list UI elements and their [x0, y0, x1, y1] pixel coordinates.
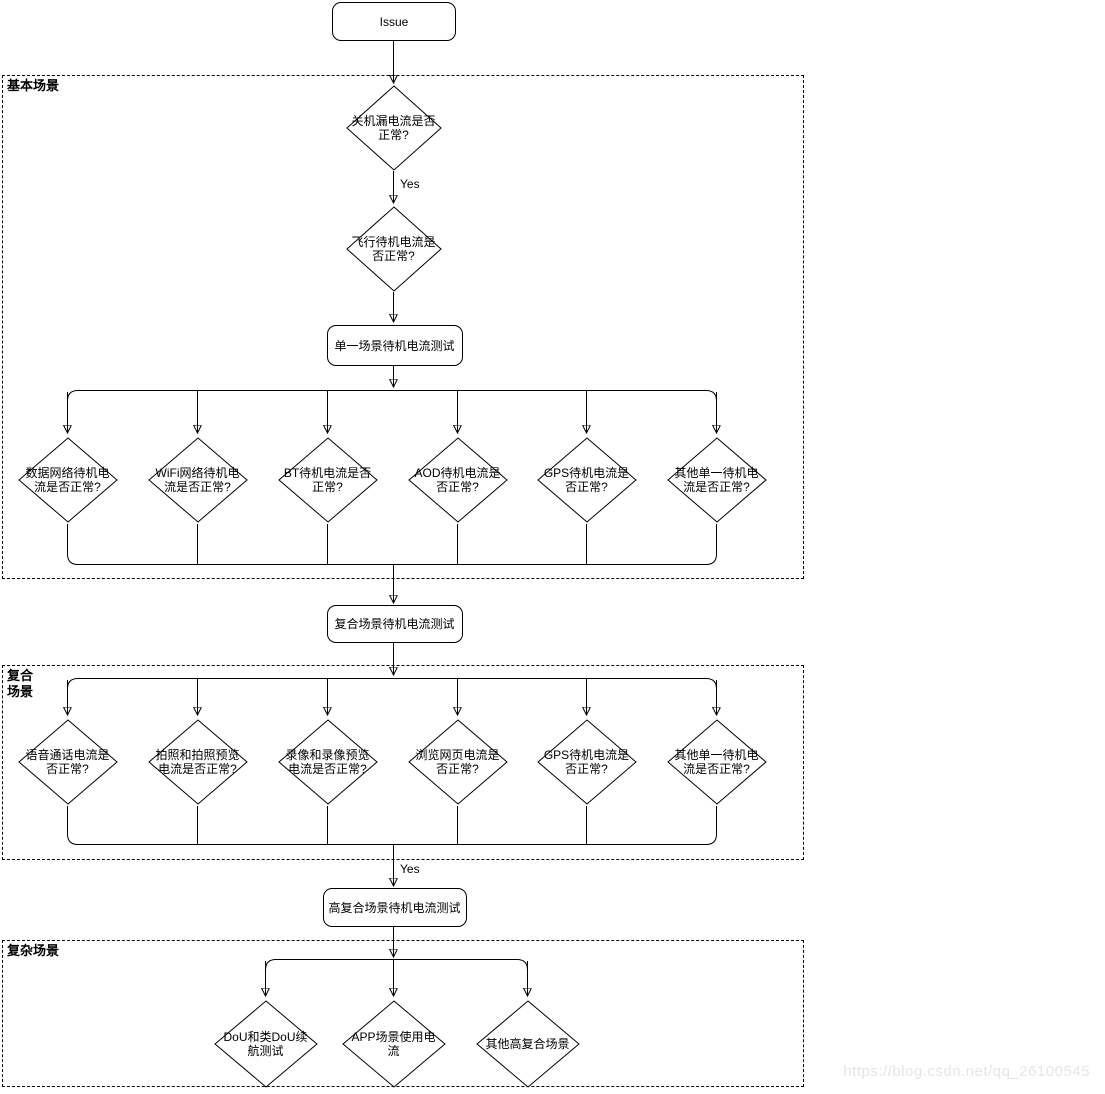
diamond-shape — [342, 1000, 446, 1088]
decision-label: 语音通话电流是 否正常? — [25, 748, 110, 776]
process-single-scenario-test: 单一场景待机电流测试 — [326, 325, 463, 366]
diamond-shape — [346, 206, 442, 292]
section-composite-title: 复合 场景 — [7, 668, 34, 699]
decision-label: 拍照和拍照预览 电流是否正常? — [155, 748, 240, 776]
node-app-scenario-current: APP场景使用电 流 — [342, 1000, 446, 1088]
decision-aod-standby: AOD待机电流是 否正常? — [408, 437, 508, 523]
decision-voice-call: 语音通话电流是 否正常? — [18, 719, 118, 805]
decision-label: WiFi网络待机电 流是否正常? — [155, 466, 240, 494]
decision-other-single-standby: 其他单一待机电 流是否正常? — [667, 437, 767, 523]
decision-video-preview: 录像和录像预览 电流是否正常? — [278, 719, 378, 805]
diamond-shape — [214, 1000, 318, 1088]
section-composite-frame — [2, 665, 804, 860]
decision-label: 关机漏电流是否 正常? — [351, 114, 436, 142]
decision-label: 数据网络待机电 流是否正常? — [25, 466, 110, 494]
section-basic-title: 基本场景 — [7, 78, 60, 93]
decision-label: 浏览网页电流是 否正常? — [415, 748, 500, 776]
process-composite-scenario-test: 复合场景待机电流测试 — [326, 605, 463, 643]
section-basic-frame — [2, 75, 804, 579]
decision-label: BT待机电流是否 正常? — [283, 466, 372, 494]
watermark-text: https://blog.csdn.net/qq_26100545 — [843, 1063, 1090, 1080]
edge-label-yes-1: Yes — [400, 177, 420, 191]
section-complex-title: 复杂场景 — [7, 943, 60, 958]
decision-label: 飞行待机电流是 否正常? — [351, 235, 436, 263]
decision-label: GPS待机电流是 否正常? — [543, 748, 630, 776]
decision-label: 其他单一待机电 流是否正常? — [674, 748, 759, 776]
decision-other-single-standby-2: 其他单一待机电 流是否正常? — [667, 719, 767, 805]
decision-label: 录像和录像预览 电流是否正常? — [285, 748, 370, 776]
node-other-high-composite: 其他高复合场景 — [476, 1000, 580, 1088]
decision-label: AOD待机电流是 否正常? — [414, 466, 501, 494]
process-label: 复合场景待机电流测试 — [334, 617, 455, 631]
decision-wifi-network: WiFi网络待机电 流是否正常? — [148, 437, 248, 523]
decision-gps-standby-2: GPS待机电流是 否正常? — [537, 719, 637, 805]
diamond-shape — [667, 719, 767, 805]
diamond-shape — [476, 1000, 580, 1088]
decision-label: GPS待机电流是 否正常? — [543, 466, 630, 494]
process-high-composite-test: 高复合场景待机电流测试 — [322, 888, 467, 927]
decision-label: DoU和类DoU续 航测试 — [223, 1030, 308, 1058]
decision-airplane-standby: 飞行待机电流是 否正常? — [346, 206, 442, 292]
diamond-shape — [278, 437, 378, 523]
decision-bt-standby: BT待机电流是否 正常? — [278, 437, 378, 523]
section-complex-frame — [2, 940, 804, 1087]
diamond-shape — [278, 719, 378, 805]
process-label: 高复合场景待机电流测试 — [328, 900, 461, 915]
decision-photo-preview: 拍照和拍照预览 电流是否正常? — [148, 719, 248, 805]
diamond-shape — [537, 437, 637, 523]
diamond-shape — [408, 437, 508, 523]
decision-web-browsing: 浏览网页电流是 否正常? — [408, 719, 508, 805]
decision-label: APP场景使用电 流 — [351, 1030, 436, 1058]
edge-label-yes-2: Yes — [400, 862, 420, 876]
start-node-issue: Issue — [332, 2, 456, 41]
decision-label: 其他单一待机电 流是否正常? — [674, 466, 759, 494]
diamond-shape — [148, 719, 248, 805]
node-dou-endurance-test: DoU和类DoU续 航测试 — [214, 1000, 318, 1088]
decision-data-network: 数据网络待机电 流是否正常? — [18, 437, 118, 523]
process-label: 单一场景待机电流测试 — [334, 338, 455, 353]
diamond-shape — [18, 437, 118, 523]
decision-shutdown-leakage: 关机漏电流是否 正常? — [346, 85, 442, 171]
diamond-shape — [537, 719, 637, 805]
diamond-shape — [346, 85, 442, 171]
decision-gps-standby: GPS待机电流是 否正常? — [537, 437, 637, 523]
diamond-shape — [408, 719, 508, 805]
diamond-shape — [667, 437, 767, 523]
start-node-label: Issue — [379, 14, 409, 29]
diamond-shape — [148, 437, 248, 523]
decision-label: 其他高复合场景 — [485, 1037, 570, 1051]
diamond-shape — [18, 719, 118, 805]
